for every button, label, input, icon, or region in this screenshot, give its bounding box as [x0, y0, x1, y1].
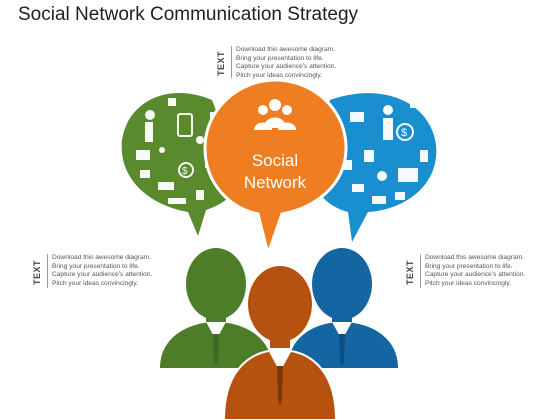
slide-title: Social Network Communication Strategy [18, 4, 359, 25]
desc-line: Download this awesome diagram. [236, 46, 335, 53]
divider-left [47, 254, 48, 288]
desc-line: Download this awesome diagram. [52, 254, 151, 261]
desc-line: Download this awesome diagram. [425, 254, 524, 261]
desc-line: Bring your presentation to life. [52, 262, 140, 270]
svg-text:$: $ [401, 127, 407, 139]
desc-line: Bring your presentation to life. [236, 54, 324, 62]
green-person [160, 248, 272, 368]
desc-line: Capture your audience’s attention. [52, 271, 153, 279]
users-icon [254, 99, 296, 130]
orange-person [222, 266, 338, 420]
description-top: Download this awesome diagram. Bring you… [236, 46, 336, 80]
description-right: Download this awesome diagram. Bring you… [425, 254, 525, 288]
center-title-line2: Network [243, 173, 307, 192]
divider-right [420, 254, 421, 288]
desc-line: Bring your presentation to life. [425, 262, 513, 270]
orange-speech-bubble [203, 78, 348, 260]
desc-line: Capture your audience’s attention. [236, 63, 337, 71]
center-title-line1: Social [251, 151, 299, 170]
blue-person [288, 248, 398, 368]
text-label-right: TEXT [405, 259, 415, 285]
desc-line: Capture your audience’s attention. [425, 271, 526, 279]
divider-top [231, 46, 232, 78]
desc-line: Pitch your ideas convincingly. [52, 279, 139, 287]
desc-line: Pitch your ideas convincingly. [425, 279, 512, 287]
text-label-left: TEXT [32, 259, 42, 285]
desc-line: Pitch your ideas convincingly. [236, 71, 323, 79]
text-label-top: TEXT [216, 50, 226, 76]
description-left: Download this awesome diagram. Bring you… [52, 254, 152, 288]
svg-text:$: $ [182, 166, 188, 177]
